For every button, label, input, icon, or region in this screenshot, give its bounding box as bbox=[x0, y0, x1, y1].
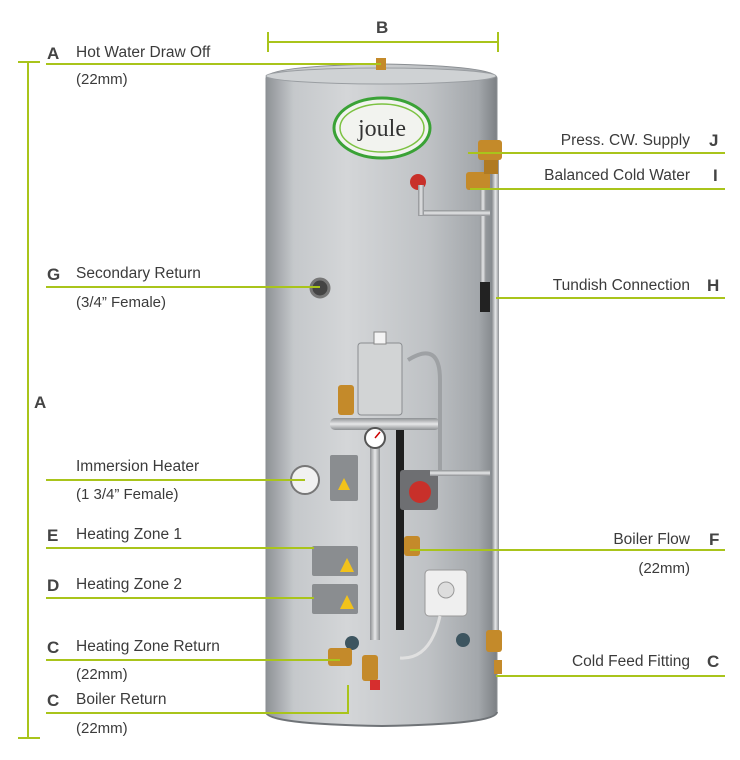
callout-boiler-return-letter: C bbox=[47, 691, 60, 710]
callout-boiler-flow-label: Boiler Flow bbox=[613, 531, 690, 548]
callout-cold-feed-letter: C bbox=[707, 652, 720, 671]
zone-return-valve bbox=[328, 648, 352, 666]
callout-secondary-return-sub: (3/4” Female) bbox=[76, 294, 167, 311]
zone-valve-actuator-1 bbox=[312, 546, 358, 576]
callout-balanced-cold-letter: I bbox=[713, 166, 718, 185]
callout-immersion-label: Immersion Heater bbox=[76, 458, 200, 475]
cold-water-pipework bbox=[418, 140, 502, 674]
heating-manifold bbox=[330, 331, 490, 640]
callout-tundish-label: Tundish Connection bbox=[552, 277, 690, 294]
dimension-b bbox=[267, 32, 499, 52]
callout-immersion-sub: (1 3/4” Female) bbox=[76, 486, 179, 503]
joule-logo: joule bbox=[332, 96, 432, 160]
callout-secondary-return-label: Secondary Return bbox=[76, 265, 201, 282]
callout-hot-water-sub: (22mm) bbox=[76, 71, 128, 88]
callout-cold-feed-label: Cold Feed Fitting bbox=[571, 653, 690, 670]
callout-zone1-label: Heating Zone 1 bbox=[76, 526, 182, 543]
zone-valve-actuator-top bbox=[330, 455, 358, 501]
callout-hot-water-letter: A bbox=[47, 44, 60, 63]
callout-balanced-cold-label: Balanced Cold Water bbox=[544, 167, 690, 184]
lower-port bbox=[345, 636, 359, 650]
cold-feed-port bbox=[456, 633, 470, 647]
boiler-return-valve bbox=[362, 655, 378, 681]
callout-press-cw-label: Press. CW. Supply bbox=[560, 132, 690, 149]
callout-zone-return-label: Heating Zone Return bbox=[76, 638, 220, 655]
callout-press-cw-letter: J bbox=[709, 131, 719, 150]
callout-zone2-letter: D bbox=[47, 576, 60, 595]
callout-secondary-return-letter: G bbox=[47, 265, 61, 284]
circulating-pump bbox=[409, 481, 431, 503]
callout-boiler-return-sub: (22mm) bbox=[76, 720, 128, 737]
callout-boiler-flow-letter: F bbox=[709, 530, 720, 549]
zone-valve-actuator-2 bbox=[312, 584, 358, 614]
callout-hot-water-label: Hot Water Draw Off bbox=[76, 44, 211, 61]
callout-zone1-letter: E bbox=[47, 526, 59, 545]
callout-zone-return-letter: C bbox=[47, 638, 60, 657]
dimension-b-label: B bbox=[376, 18, 389, 37]
callout-zone-return-sub: (22mm) bbox=[76, 666, 128, 683]
dimension-a bbox=[18, 61, 40, 739]
callout-boiler-flow-sub: (22mm) bbox=[638, 560, 690, 577]
leader-lines bbox=[46, 63, 725, 714]
logo-text: joule bbox=[357, 116, 406, 142]
callout-tundish-letter: H bbox=[707, 276, 720, 295]
thermostat-box bbox=[424, 569, 468, 617]
callout-boiler-return-label: Boiler Return bbox=[76, 691, 167, 708]
dimension-a-label: A bbox=[34, 393, 47, 412]
callout-zone2-label: Heating Zone 2 bbox=[76, 576, 182, 593]
